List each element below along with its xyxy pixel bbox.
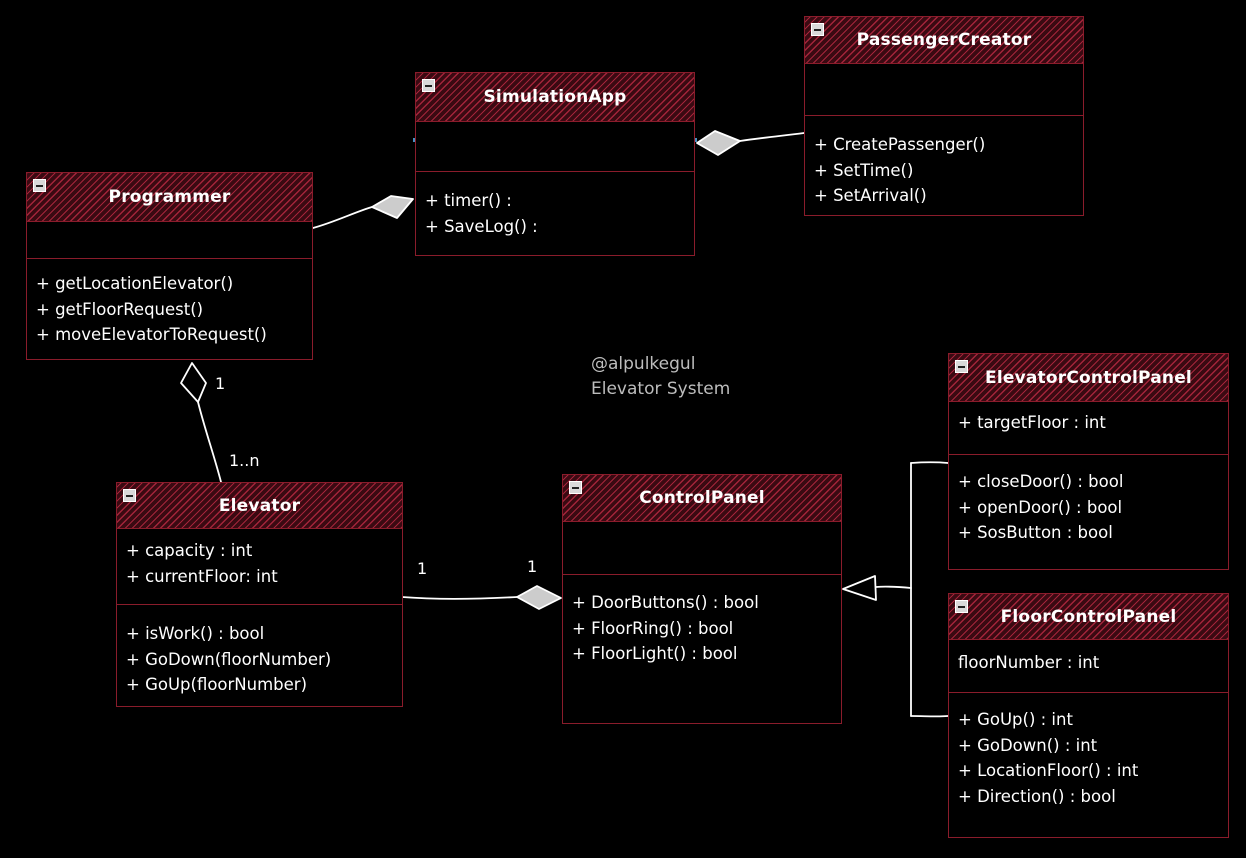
attributes-section: floorNumber : int: [949, 640, 1228, 692]
class-name: Programmer: [108, 187, 231, 207]
method-item: + SetArrival(): [814, 186, 927, 205]
method-item: + closeDoor() : bool: [958, 472, 1124, 491]
multiplicity-elevator: 1..n: [229, 451, 260, 470]
method-item: + SosButton : bool: [958, 523, 1113, 542]
method-item: + moveElevatorToRequest(): [36, 325, 267, 344]
class-elevatorcontrolpanel[interactable]: ElevatorControlPanel + targetFloor : int…: [948, 353, 1229, 570]
attribute-item: + targetFloor : int: [958, 413, 1106, 432]
collapse-icon[interactable]: [569, 481, 582, 494]
method-item: + getFloorRequest(): [36, 299, 204, 319]
class-name: PassengerCreator: [856, 30, 1032, 50]
class-name: Elevator: [218, 495, 301, 516]
class-simulationapp[interactable]: SimulationApp + timer() : + SaveLog() :: [415, 72, 695, 256]
methods-section: + CreatePassenger() + SetTime() + SetArr…: [805, 115, 1083, 213]
method-item: + SetTime(): [814, 160, 914, 180]
method-item: + LocationFloor() : int: [958, 761, 1139, 780]
class-name: ElevatorControlPanel: [985, 367, 1192, 388]
class-passengercreator[interactable]: PassengerCreator + CreatePassenger() + S…: [804, 16, 1084, 216]
diagram-note: @alpulkegul Elevator System: [591, 352, 730, 402]
collapse-icon[interactable]: [955, 600, 968, 613]
method-item: + SaveLog() :: [425, 216, 538, 236]
attributes-section: [563, 522, 841, 574]
attribute-item: + capacity : int: [126, 541, 253, 560]
class-header: Elevator: [117, 483, 402, 529]
methods-section: + GoUp() : int + GoDown() : int + Locati…: [949, 692, 1228, 813]
method-item: + GoDown(floorNumber): [126, 649, 332, 669]
method-item: + timer() :: [425, 191, 512, 210]
class-header: SimulationApp: [416, 73, 694, 122]
method-item: + GoDown() : int: [958, 735, 1098, 755]
composition-diamond-simulationapp-right: [696, 130, 741, 156]
composition-diamond-simulationapp: [371, 195, 414, 219]
method-item: + GoUp() : int: [958, 710, 1073, 729]
method-item: + FloorLight() : bool: [572, 644, 738, 663]
class-elevator[interactable]: Elevator + capacity : int + currentFloor…: [116, 482, 403, 707]
method-item: + isWork() : bool: [126, 624, 265, 643]
methods-section: + isWork() : bool + GoDown(floorNumber) …: [117, 604, 402, 702]
class-header: ControlPanel: [563, 475, 841, 522]
class-controlpanel[interactable]: ControlPanel + DoorButtons() : bool + Fl…: [562, 474, 842, 724]
class-name: FloorControlPanel: [1000, 606, 1177, 627]
multiplicity-elevator-side: 1: [417, 559, 428, 578]
generalization-line-stem: [875, 585, 912, 589]
method-item: + GoUp(floorNumber): [126, 675, 308, 694]
attribute-item: floorNumber : int: [958, 653, 1100, 672]
method-item: + getLocationElevator(): [36, 274, 234, 293]
methods-section: + timer() : + SaveLog() :: [416, 171, 694, 243]
attributes-section: [416, 122, 694, 171]
collapse-icon[interactable]: [811, 23, 824, 36]
class-name: ControlPanel: [639, 488, 765, 508]
attributes-section: + targetFloor : int: [949, 402, 1228, 454]
aggregation-diamond-controlpanel: [516, 585, 562, 610]
aggregation-line-programmer-elevator: [197, 401, 222, 483]
attributes-section: [805, 64, 1083, 115]
method-item: + DoorButtons() : bool: [572, 593, 759, 612]
collapse-icon[interactable]: [123, 489, 136, 502]
class-header: ElevatorControlPanel: [949, 354, 1228, 402]
port-marker-right: [693, 138, 697, 142]
class-header: FloorControlPanel: [949, 594, 1228, 640]
note-title: Elevator System: [591, 379, 731, 399]
method-item: + FloorRing() : bool: [572, 618, 734, 638]
collapse-icon[interactable]: [955, 360, 968, 373]
method-item: + openDoor() : bool: [958, 497, 1123, 517]
class-floorcontrolpanel[interactable]: FloorControlPanel floorNumber : int + Go…: [948, 593, 1229, 838]
methods-section: + DoorButtons() : bool + FloorRing() : b…: [563, 574, 841, 671]
class-programmer[interactable]: Programmer + getLocationElevator() + get…: [26, 172, 313, 360]
collapse-icon[interactable]: [422, 79, 435, 92]
generalization-line-elevatorcontrolpanel: [910, 461, 949, 464]
methods-section: + getLocationElevator() + getFloorReques…: [27, 258, 312, 352]
composition-line-passengercreator-simulationapp: [739, 132, 805, 142]
attribute-item: + currentFloor: int: [126, 566, 278, 586]
note-author: @alpulkegul: [591, 354, 696, 374]
collapse-icon[interactable]: [33, 179, 46, 192]
attributes-section: [27, 222, 312, 258]
composition-line-programmer-simulationapp: [312, 206, 373, 229]
multiplicity-controlpanel-side: 1: [527, 557, 538, 576]
method-item: + CreatePassenger(): [814, 135, 986, 154]
attributes-section: + capacity : int + currentFloor: int: [117, 529, 402, 604]
methods-section: + closeDoor() : bool + openDoor() : bool…: [949, 454, 1228, 550]
generalization-triangle-controlpanel: [842, 575, 877, 601]
class-name: SimulationApp: [483, 87, 627, 107]
aggregation-diamond-programmer: [180, 362, 207, 403]
method-item: + Direction() : bool: [958, 786, 1116, 806]
class-header: Programmer: [27, 173, 312, 222]
class-header: PassengerCreator: [805, 17, 1083, 64]
multiplicity-programmer: 1: [215, 374, 226, 393]
aggregation-line-elevator-controlpanel: [401, 596, 518, 600]
